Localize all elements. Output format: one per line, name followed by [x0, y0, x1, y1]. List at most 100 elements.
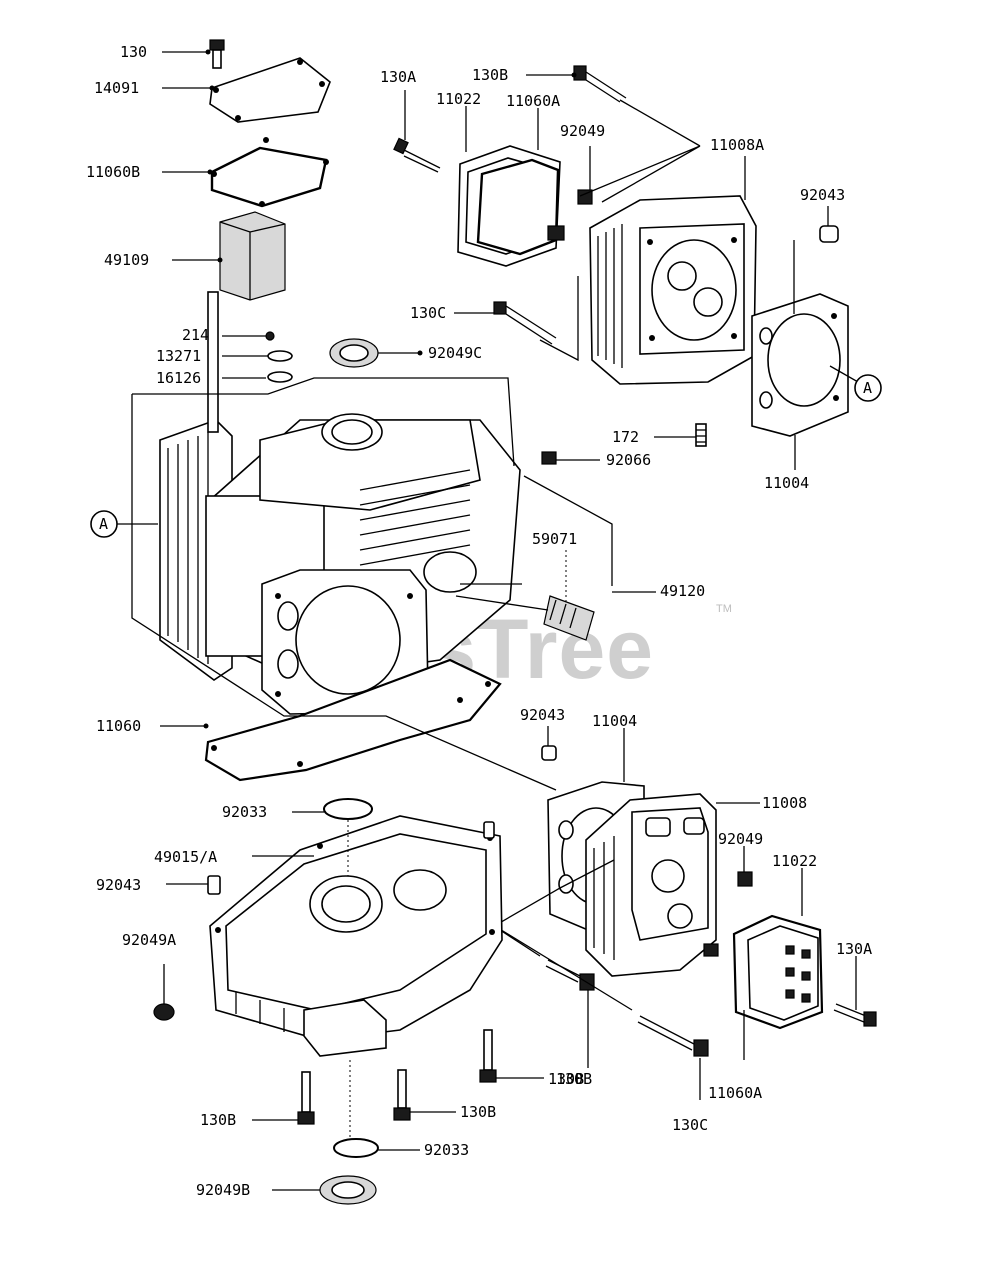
label-130C-bottom: 130C [672, 1116, 708, 1134]
cylinder-head-11008 [585, 793, 717, 977]
watermark-trademark: TM [716, 603, 732, 615]
label-214: 214 [182, 326, 209, 344]
label-92043-mid: 92043 [520, 706, 565, 724]
cylinder-bore-front [295, 585, 401, 695]
screw-214 [265, 331, 275, 341]
head-combustion [651, 239, 737, 341]
ring-92033-top [323, 798, 373, 820]
ref-circle-A-left [90, 510, 118, 538]
label-11022-top: 11022 [436, 90, 481, 108]
label-16126: 16126 [156, 369, 201, 387]
stud-172 [695, 423, 707, 447]
label-130: 130 [120, 43, 147, 61]
bolt-130-shank [212, 49, 222, 69]
label-11060: 11060 [96, 717, 141, 735]
label-11008A: 11008A [710, 136, 764, 154]
breather-gasket [210, 146, 328, 208]
clip-13271 [267, 350, 293, 362]
crank-boss [423, 551, 477, 593]
rocker-cover2-pattern [785, 945, 811, 1003]
cover-hole [297, 59, 303, 65]
bolt-130A-top [393, 137, 441, 173]
label-130A-bottom: 130A [836, 940, 872, 958]
breather-cover-group [209, 39, 331, 301]
label-11022-bottom: 11022 [772, 852, 817, 870]
cover-hole [319, 81, 325, 87]
clip-16126 [267, 371, 293, 383]
label-130B-top: 130B [472, 66, 508, 84]
label-11004-top: 11004 [764, 474, 809, 492]
gasket-hole [259, 201, 265, 207]
label-130B-low: 130B [548, 1070, 584, 1088]
label-130B-left: 130B [200, 1111, 236, 1129]
label-49109: 49109 [104, 251, 149, 269]
cylinder-head-11008A [589, 195, 757, 385]
label-92049-top: 92049 [560, 122, 605, 140]
label-11004-mid: 11004 [592, 712, 637, 730]
label-92043-top: 92043 [800, 186, 845, 204]
label-130A-top: 130A [380, 68, 416, 86]
nut-92049-mid-2 [703, 943, 719, 957]
ref-circle-A-right [854, 374, 882, 402]
label-11060A-bottom: 11060A [708, 1084, 762, 1102]
label-92033-top: 92033 [222, 803, 267, 821]
label-172: 172 [612, 428, 639, 446]
label-11008: 11008 [762, 794, 807, 812]
cylinder-right-fins [359, 469, 471, 566]
label-92049C: 92049C [428, 344, 482, 362]
label-A-left: A [99, 515, 108, 533]
bolts-130B-lower [297, 1029, 497, 1125]
gasket-hole [323, 159, 329, 165]
bolt-130C-bottom [637, 1015, 709, 1057]
cover-foot [303, 999, 387, 1057]
cover-hole [235, 115, 241, 121]
label-130B-bottom2: 130B [460, 1103, 496, 1121]
label-49120: 49120 [660, 582, 705, 600]
label-92066: 92066 [606, 451, 651, 469]
crankcase-gasket-11060 [204, 658, 502, 782]
head-gasket-top [751, 293, 849, 437]
breather-cover-plate [209, 57, 331, 123]
dowel-92043-top [819, 225, 839, 243]
bolt-130A-bottom [833, 1003, 877, 1027]
bolt-130B-mid [545, 959, 595, 991]
cover-hole [213, 87, 219, 93]
dowel-92043-left [207, 875, 221, 895]
plug-92066 [541, 451, 557, 465]
rocker-cover-gasket [476, 158, 560, 256]
label-92049-mid: 92049 [718, 830, 763, 848]
label-130C-top: 130C [410, 304, 446, 322]
rocker-cover-bottom [732, 914, 824, 1030]
label-59071: 59071 [532, 530, 577, 548]
crankcase-block [159, 291, 521, 715]
label-92049B: 92049B [196, 1181, 250, 1199]
breather-filter [219, 211, 286, 301]
label-49015A: 49015/A [154, 848, 217, 866]
bolt-130-head [209, 39, 225, 51]
label-11060A-top: 11060A [506, 92, 560, 110]
ring-92033-bottom [333, 1138, 379, 1158]
label-92043-left: 92043 [96, 876, 141, 894]
label-11060B: 11060B [86, 163, 140, 181]
gasket-bore [767, 313, 841, 407]
label-130B-mid: 130B [556, 1070, 592, 1088]
nut-92049-top [577, 189, 593, 205]
bolt-130B-top [573, 65, 627, 103]
crankcase-cover-49015 [209, 815, 503, 1057]
gasket-hole [263, 137, 269, 143]
label-A-right: A [863, 379, 872, 397]
bolt-130C-top [493, 301, 557, 345]
breather-hose-59071 [543, 595, 595, 641]
nut-92049A [153, 1003, 175, 1021]
label-92049A: 92049A [122, 931, 176, 949]
nut-92049-top-2 [547, 225, 565, 241]
label-92033-bottom: 92033 [424, 1141, 469, 1159]
rocker-cover-top [457, 145, 561, 267]
gasket-hole [211, 171, 217, 177]
dipstick-tube [207, 291, 219, 433]
dowel-92043-mid [541, 745, 557, 761]
label-14091: 14091 [94, 79, 139, 97]
dowel-92043-right [483, 821, 495, 839]
